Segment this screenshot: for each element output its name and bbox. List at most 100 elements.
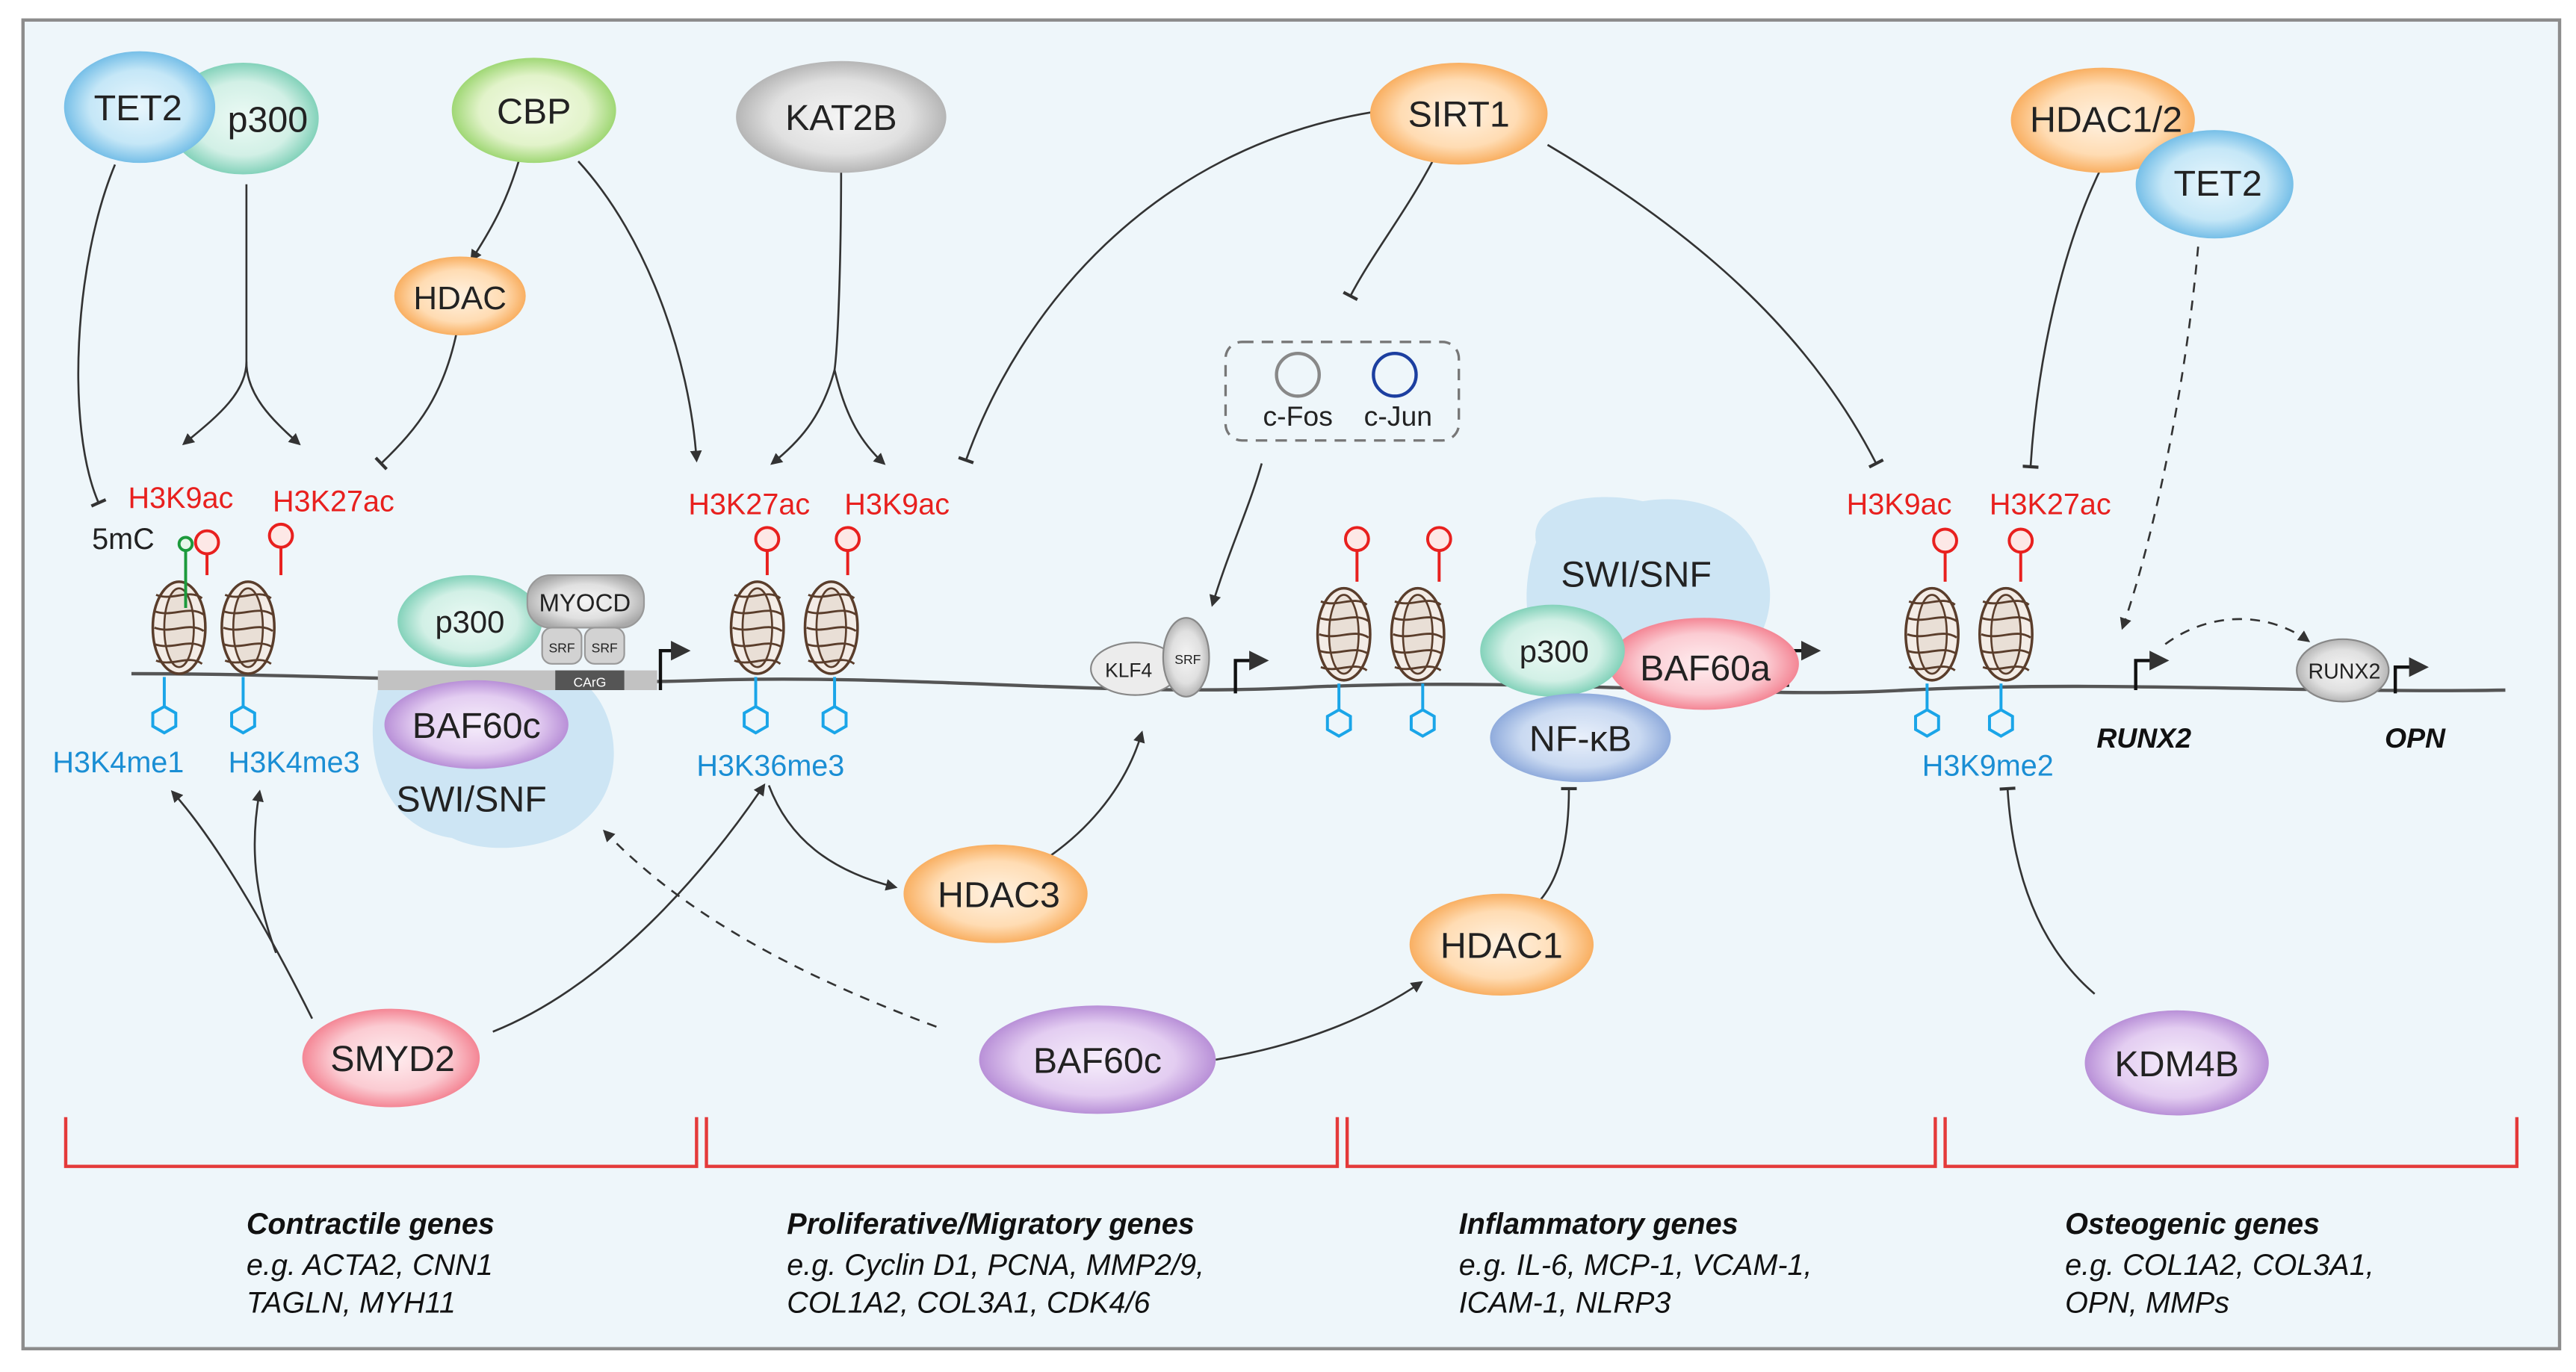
acetyl-mark xyxy=(754,526,781,553)
dashed-connector xyxy=(2120,246,2199,630)
activate-connector xyxy=(182,184,248,446)
acetyl-mark xyxy=(193,529,220,556)
activate-connector xyxy=(170,789,313,1019)
nucleosome xyxy=(1390,586,1446,682)
inhibit-connector xyxy=(77,164,117,508)
kdm4b-label: KDM4B xyxy=(2114,1044,2239,1084)
kat2b-label: KAT2B xyxy=(785,98,897,138)
tet2-right-label: TET2 xyxy=(2174,164,2262,204)
ap1-box xyxy=(1224,341,1461,442)
group-title: Contractile genes xyxy=(247,1208,495,1241)
group-examples-line-1: e.g. ACTA2, CNN1 xyxy=(247,1249,493,1282)
inhibit-connector xyxy=(1343,161,1434,301)
inhibit-connector xyxy=(1999,786,2096,995)
h3k27ac-label-4: H3K27ac xyxy=(1990,488,2111,521)
cjun-circle xyxy=(1372,352,1418,398)
klf4-label: KLF4 xyxy=(1105,659,1152,681)
group-examples-line-2: TAGLN, MYH11 xyxy=(247,1286,456,1319)
methyl-mark xyxy=(1325,708,1352,738)
tet2-right-node xyxy=(2135,130,2294,239)
group-examples-line-2: OPN, MMPs xyxy=(2065,1286,2229,1319)
acetyl-mark xyxy=(2007,527,2034,554)
activate-connector xyxy=(770,164,843,465)
runx2-protein-node xyxy=(2296,638,2390,703)
methyl-mark xyxy=(1914,708,1940,738)
h3k27ac-label-2: H3K27ac xyxy=(688,488,810,521)
dashed-connector xyxy=(2164,618,2311,645)
smyd2-node xyxy=(302,1008,480,1108)
smyd2-label: SMYD2 xyxy=(330,1039,455,1079)
myocd-label: MYOCD xyxy=(539,589,631,616)
5mc-label: 5mC xyxy=(92,523,155,556)
h3k36me3-label: H3K36me3 xyxy=(696,749,844,782)
nucleosome xyxy=(1316,586,1372,682)
h3k27ac-label-1: H3K27ac xyxy=(273,485,394,518)
group-title: Inflammatory genes xyxy=(1459,1208,1739,1241)
hdac-node xyxy=(394,256,526,336)
inhibit-connector xyxy=(374,332,458,471)
tss-arrow xyxy=(2393,657,2429,694)
nfkb-node xyxy=(1490,693,1671,783)
hdac1-label: HDAC1 xyxy=(1440,925,1563,966)
inhibit-connector xyxy=(2022,164,2104,469)
contractile-bracket xyxy=(64,1117,699,1168)
carg-box xyxy=(555,670,625,690)
group-title: Osteogenic genes xyxy=(2065,1208,2320,1241)
activate-connector xyxy=(1216,981,1423,1061)
group-brackets xyxy=(64,1117,2519,1168)
baf60a-label: BAF60a xyxy=(1640,648,1771,689)
nucleosome xyxy=(220,580,276,675)
srf-label-a: SRF xyxy=(548,640,575,655)
srf-klf4-label: SRF xyxy=(1174,652,1201,667)
cbp-node xyxy=(451,58,616,164)
baf60c-complex xyxy=(384,680,569,769)
group-examples-line-2: COL1A2, COL3A1, CDK4/6 xyxy=(787,1286,1151,1319)
runx2-gene-label: RUNX2 xyxy=(2096,722,2191,754)
group-examples-line-1: e.g. COL1A2, COL3A1, xyxy=(2065,1249,2374,1282)
nucleosome xyxy=(803,580,859,675)
cfos-label: c-Fos xyxy=(1263,400,1332,432)
activate-connector xyxy=(245,361,301,446)
p300-complex-1-label: p300 xyxy=(435,604,504,639)
tss-arrow xyxy=(658,641,691,690)
hdac-label: HDAC xyxy=(413,280,507,317)
activate-connector xyxy=(252,789,277,954)
srf-label-b: SRF xyxy=(592,640,618,655)
h3k9ac-label-2: H3K9ac xyxy=(844,488,950,521)
osteogenic-bracket xyxy=(1943,1117,2519,1168)
gene-group-osteogenic: Osteogenic genes e.g. COL1A2, COL3A1, OP… xyxy=(2065,1208,2374,1320)
methyl-mark xyxy=(743,704,769,735)
inflammatory-bracket xyxy=(1345,1117,1937,1168)
tet2-left-label: TET2 xyxy=(94,88,182,128)
baf60c-bottom-label: BAF60c xyxy=(1033,1040,1162,1081)
hdac3-node xyxy=(903,844,1088,943)
srf-klf4-node xyxy=(1162,617,1210,698)
srf-node-a xyxy=(541,627,583,665)
swisnf-3-label: SWI/SNF xyxy=(1561,554,1712,595)
p300-complex-3-label: p300 xyxy=(1520,634,1589,669)
group-examples-line-2: ICAM-1, NLRP3 xyxy=(1459,1286,1671,1319)
baf60c-bottom-node xyxy=(979,1005,1216,1114)
baf60a-node xyxy=(1608,618,1799,710)
inhibit-connector xyxy=(958,111,1374,465)
acetyl-marks xyxy=(193,522,2034,582)
inhibit-connector xyxy=(1546,143,1884,469)
nucleosome xyxy=(151,580,207,675)
dashed-connector xyxy=(603,829,937,1028)
h3k9ac-label-4: H3K9ac xyxy=(1847,488,1952,521)
p300-complex-1 xyxy=(397,575,542,668)
h3k4me1-label: H3K4me1 xyxy=(52,746,184,779)
acetyl-mark xyxy=(835,526,861,553)
sirt1-label: SIRT1 xyxy=(1408,95,1510,135)
h3k9ac-label-1: H3K9ac xyxy=(128,482,233,515)
p300-complex-3 xyxy=(1480,604,1625,697)
tet2-left-node xyxy=(64,51,216,164)
runx2-protein-label: RUNX2 xyxy=(2309,660,2381,684)
nucleosome xyxy=(1978,586,2034,682)
activate-connector xyxy=(833,369,886,465)
activate-connector xyxy=(470,147,524,262)
gene-group-proliferative: Proliferative/Migratory genes e.g. Cycli… xyxy=(787,1208,1204,1320)
swisnf-1-label: SWI/SNF xyxy=(396,780,547,820)
h3k4me3-label: H3K4me3 xyxy=(229,746,360,779)
cbp-label: CBP xyxy=(497,91,571,131)
